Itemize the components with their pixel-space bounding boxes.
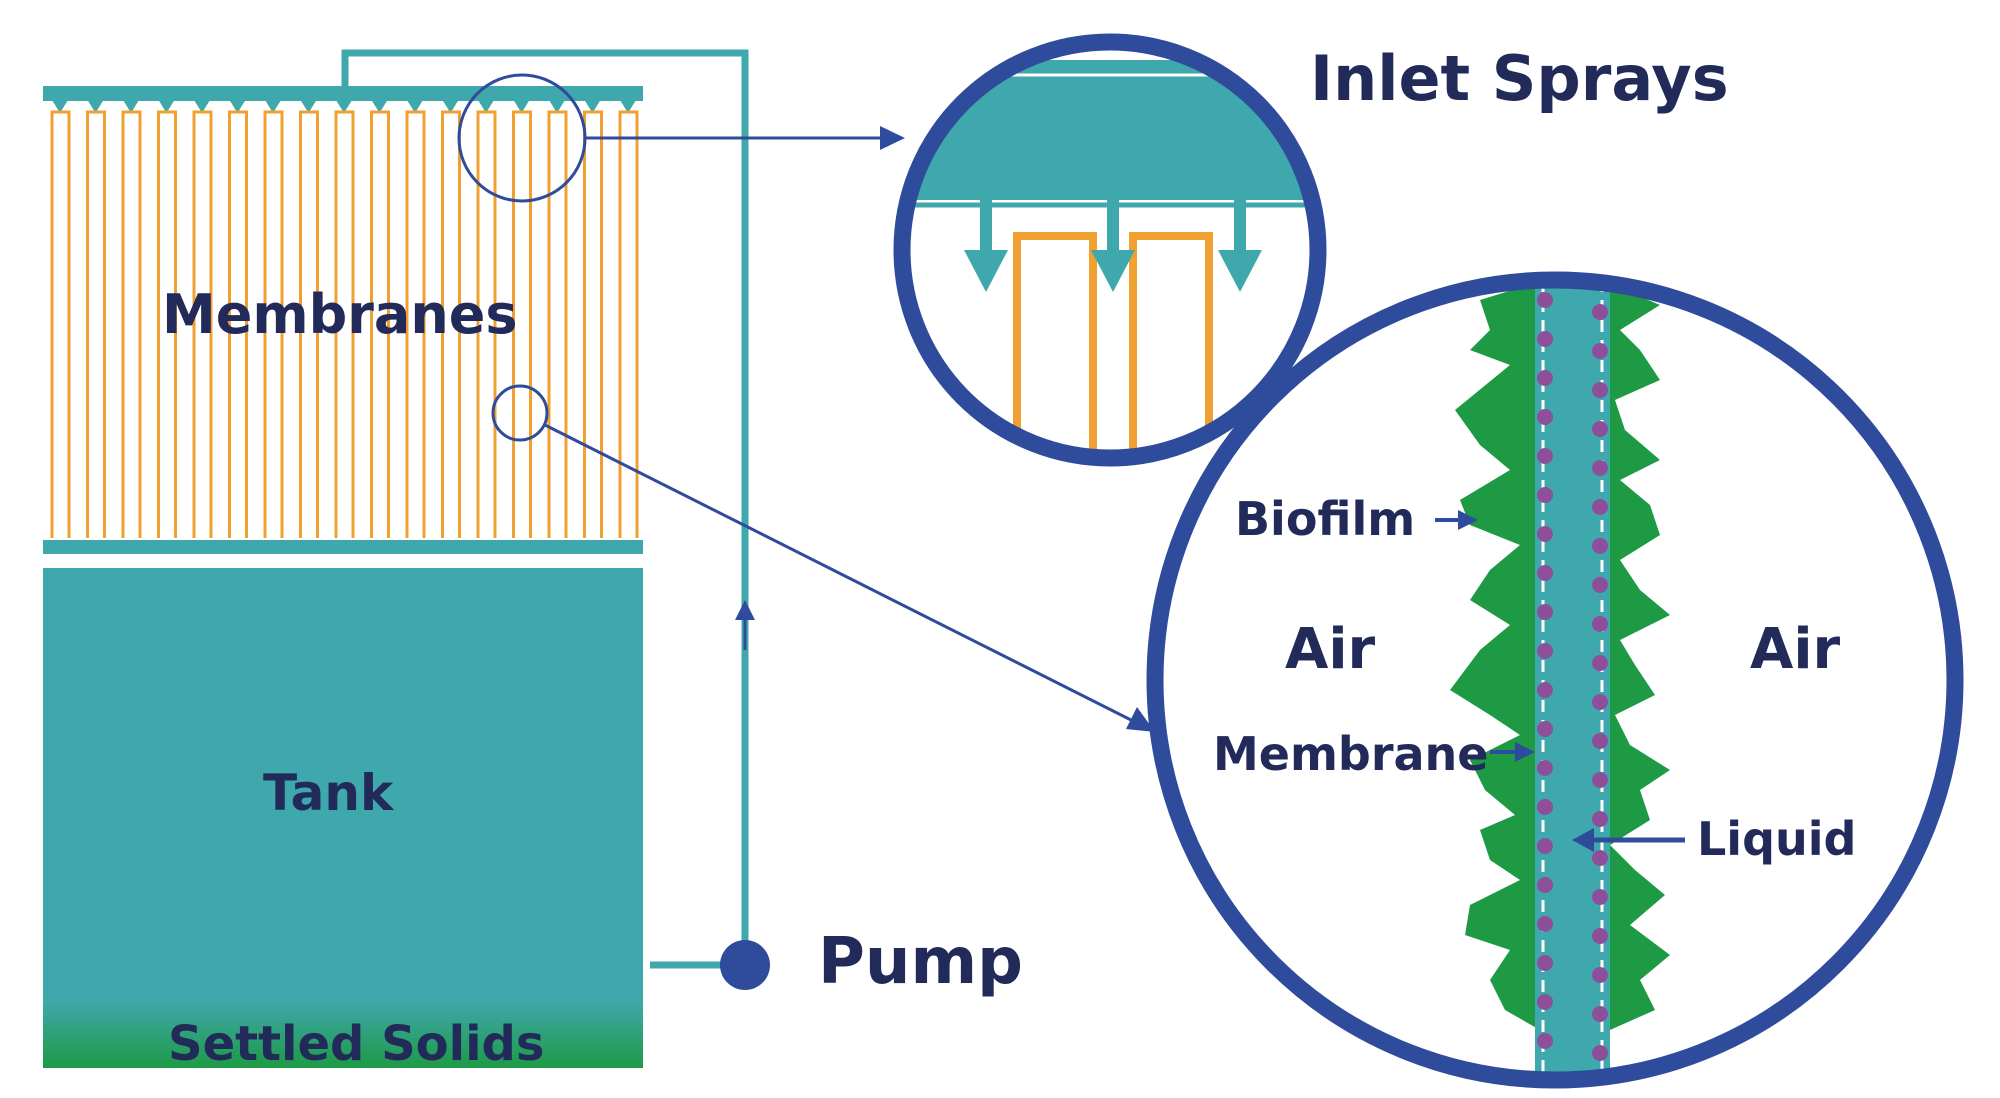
liquid-dot <box>1537 682 1553 698</box>
liquid-dot <box>1537 409 1553 425</box>
membrane-fibre <box>88 112 105 538</box>
liquid-dot <box>1592 1006 1608 1022</box>
liquid-dot <box>1537 370 1553 386</box>
liquid-dot <box>1537 331 1553 347</box>
biofilm-label: Biofilm <box>1235 492 1415 546</box>
liquid-dot <box>1592 499 1608 515</box>
liquid-dot <box>1592 538 1608 554</box>
air-right-label: Air <box>1750 617 1841 682</box>
liquid-dot <box>1537 604 1553 620</box>
liquid-dot <box>1592 577 1608 593</box>
tank-label: Tank <box>263 764 395 822</box>
biofilm-detail: Biofilm Air Air Membrane Liquid <box>1155 280 1955 1090</box>
liquid-dot <box>1592 655 1608 671</box>
pump-label: Pump <box>818 925 1023 999</box>
liquid-dot <box>1537 760 1553 776</box>
liquid-dot <box>1537 877 1553 893</box>
liquid-dot <box>1537 565 1553 581</box>
membrane-fibre <box>549 112 566 538</box>
liquid-dot <box>1592 889 1608 905</box>
inlet-sprays-label: Inlet Sprays <box>1310 42 1729 115</box>
liquid-dot <box>1537 1033 1553 1049</box>
pump-symbol <box>720 940 770 990</box>
liquid-dot <box>1537 487 1553 503</box>
liquid-dot <box>1537 448 1553 464</box>
liquid-dot <box>1592 382 1608 398</box>
membranes-label: Membranes <box>162 283 518 346</box>
liquid-dot <box>1592 304 1608 320</box>
liquid-dot <box>1592 1045 1608 1061</box>
liquid-dot <box>1537 994 1553 1010</box>
liquid-dot <box>1592 733 1608 749</box>
liquid-dot <box>1537 916 1553 932</box>
liquid-dot <box>1537 799 1553 815</box>
membrane-label: Membrane <box>1213 727 1489 781</box>
spray-header <box>43 86 643 101</box>
liquid-dot <box>1592 421 1608 437</box>
liquid-dot <box>1537 721 1553 737</box>
liquid-dot <box>1537 643 1553 659</box>
membrane-fibre <box>123 112 140 538</box>
liquid-dot <box>1537 955 1553 971</box>
liquid-dot <box>1592 967 1608 983</box>
liquid-dot <box>1592 694 1608 710</box>
liquid-dot <box>1537 838 1553 854</box>
liquid-dot <box>1592 850 1608 866</box>
liquid-dot <box>1592 928 1608 944</box>
liquid-dot <box>1592 772 1608 788</box>
membrane-fibre <box>620 112 637 538</box>
membrane-fibre <box>585 112 602 538</box>
liquid-dot <box>1592 616 1608 632</box>
settled-solids-label: Settled Solids <box>168 1016 544 1072</box>
callout-arrow-spray <box>880 126 905 150</box>
air-left-label: Air <box>1285 617 1376 682</box>
liquid-dot <box>1537 526 1553 542</box>
liquid-dot <box>1592 811 1608 827</box>
membrane-base-bar <box>43 540 643 554</box>
liquid-dot <box>1592 460 1608 476</box>
zoom-circle-fibre <box>493 386 547 440</box>
membrane-fibre <box>52 112 69 538</box>
liquid-dot <box>1592 343 1608 359</box>
liquid-label: Liquid <box>1697 812 1856 866</box>
liquid-dot <box>1537 292 1553 308</box>
